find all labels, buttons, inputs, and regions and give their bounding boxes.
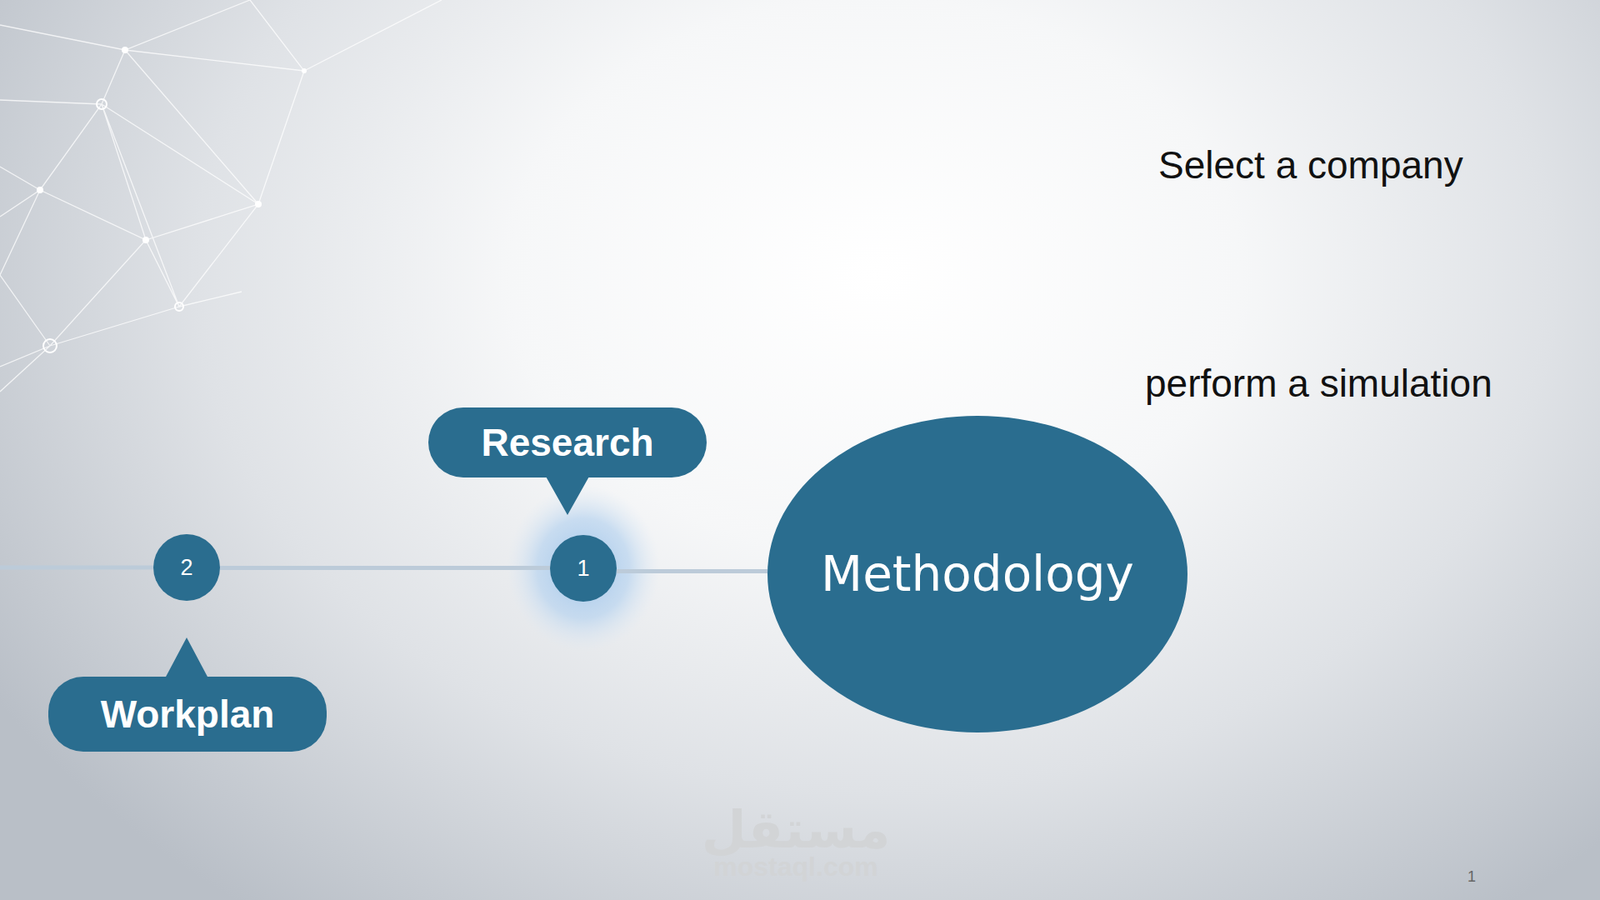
timeline-connector: [616, 570, 768, 572]
callout-pointer: [165, 637, 209, 679]
network-lines: [0, 0, 442, 392]
node-text: Methodology: [820, 545, 1135, 603]
topic-ellipse: Methodology: [767, 415, 1188, 733]
watermark: mostaql.com: [713, 851, 878, 883]
callout-box: Research: [428, 407, 707, 478]
step-circle: 2: [153, 534, 220, 601]
callout-pointer: [545, 475, 590, 515]
page-number: 1: [1467, 868, 1476, 886]
node-text: 1: [576, 555, 590, 582]
note-text: Select a company: [1158, 142, 1464, 188]
timeline-connector: [220, 567, 550, 569]
step-circle: 1: [550, 535, 617, 602]
network-dots: [36, 46, 307, 353]
node-text: Workplan: [100, 691, 275, 737]
node-text: Research: [480, 420, 654, 465]
callout-box: Workplan: [48, 676, 327, 752]
watermark: مستقل: [701, 799, 891, 860]
timeline-line: [0, 565, 154, 570]
node-text: 2: [180, 555, 193, 581]
note-text: perform a simulation: [1145, 360, 1493, 406]
